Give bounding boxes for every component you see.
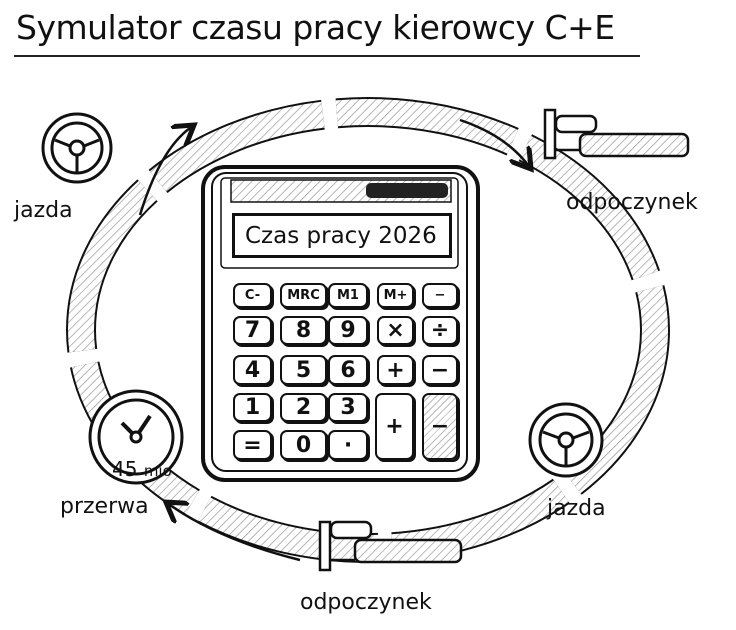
label-odpoczynek-2: odpoczynek [300, 590, 432, 615]
label-jazda-1: jazda [14, 198, 73, 223]
calculator-key[interactable]: 1 [233, 393, 272, 422]
key-big-minus[interactable]: − [422, 393, 458, 460]
calculator-key[interactable]: M1 [328, 283, 368, 308]
calculator-key[interactable]: 5 [280, 355, 327, 385]
label-jazda-2: jazda [547, 496, 606, 521]
calculator-key[interactable]: + [377, 355, 414, 385]
calculator-key[interactable]: 7 [233, 316, 272, 345]
calculator-key[interactable]: − [422, 283, 458, 308]
calculator-key[interactable]: 8 [280, 316, 327, 345]
calculator-key[interactable]: 3 [328, 393, 368, 422]
calculator-key[interactable]: 0 [280, 430, 327, 460]
clock-icon [88, 389, 184, 485]
calculator-key[interactable]: 4 [233, 355, 272, 385]
calculator-display: Czas pracy 2026 [232, 213, 452, 258]
page-title: Symulator czasu pracy kierowcy C+E [16, 8, 615, 47]
calculator-key[interactable]: M+ [377, 283, 414, 308]
calculator-key[interactable]: − [422, 355, 458, 385]
calculator-key[interactable]: 9 [328, 316, 368, 345]
arrow-top [138, 128, 190, 216]
key-big-plus[interactable]: + [375, 393, 414, 460]
calculator-key[interactable]: = [233, 430, 272, 460]
calculator-key[interactable]: ÷ [422, 316, 458, 345]
calculator-key[interactable]: 2 [280, 393, 327, 422]
steering-wheel-icon [41, 112, 113, 184]
arrow-bottom [170, 505, 301, 562]
bed-icon [318, 520, 463, 572]
break-duration: 45 mio [112, 457, 172, 481]
label-przerwa: przerwa [60, 494, 149, 519]
calculator-key[interactable]: 6 [328, 355, 368, 385]
steering-wheel-icon [528, 402, 604, 478]
break-value: 45 [112, 457, 138, 481]
calculator-key[interactable]: × [377, 316, 414, 345]
calculator-key[interactable]: C- [233, 283, 272, 308]
title-underline [14, 55, 640, 57]
label-odpoczynek-1: odpoczynek [566, 190, 698, 215]
arrow-right [459, 118, 528, 165]
bed-icon [543, 108, 690, 160]
calculator-key[interactable]: · [328, 430, 368, 460]
calculator-key[interactable]: MRC [280, 283, 327, 308]
break-unit: mio [143, 462, 172, 480]
